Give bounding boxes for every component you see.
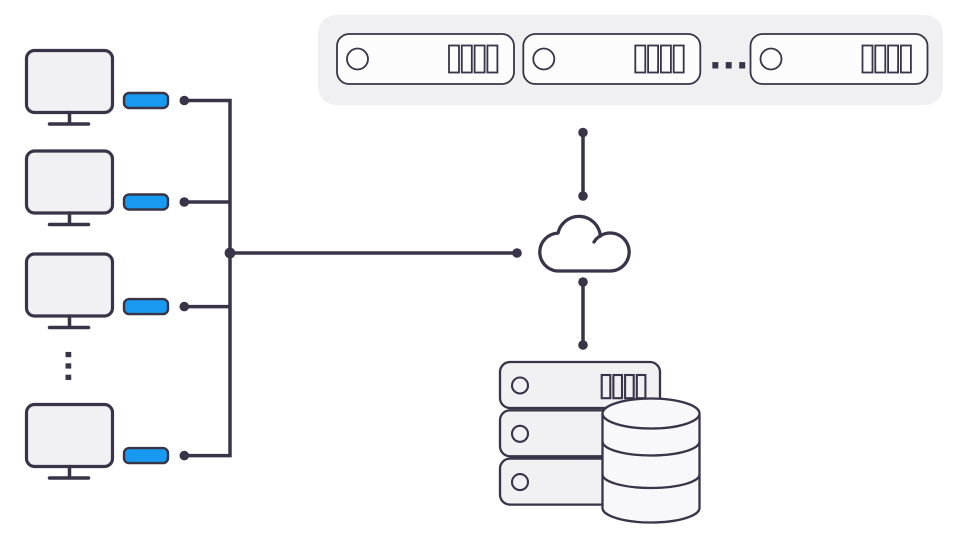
drive-bay-slat (874, 44, 887, 74)
power-button-icon (759, 47, 783, 71)
power-button-icon (510, 376, 530, 395)
database-body (601, 413, 701, 524)
branch-dot (179, 301, 190, 312)
monitor-icon (24, 149, 115, 227)
clients-ellipsis: ... (57, 349, 92, 383)
network-adapter-icon (122, 446, 170, 465)
cluster-cloud-link (578, 127, 588, 201)
monitor-icon (24, 252, 115, 330)
link-endpoint-dot (578, 340, 588, 350)
client-workstation-3 (24, 252, 170, 330)
monitor-icon (24, 402, 115, 480)
power-button-icon (510, 424, 530, 443)
network-adapter-icon (122, 193, 170, 211)
monitor-screen (24, 48, 115, 115)
drive-bay-slat (448, 44, 460, 74)
drive-bay-slat (672, 44, 685, 74)
rack-server-icon-2 (522, 33, 702, 85)
client-workstation-4 (24, 402, 170, 480)
power-button-icon (510, 473, 530, 492)
drive-bay-slat (486, 44, 499, 74)
cloud-datastore-link (578, 277, 588, 350)
monitor-screen (24, 402, 115, 469)
power-button-icon (532, 47, 556, 71)
rack-server-icon-1 (336, 33, 515, 85)
database-tier-divider (601, 441, 701, 457)
network-adapter-icon (122, 91, 170, 110)
monitor-screen (24, 252, 115, 318)
power-button-icon (346, 47, 369, 71)
server-chassis (749, 33, 929, 85)
cluster-ellipsis: ... (709, 38, 749, 78)
link-endpoint-dot (578, 191, 588, 201)
monitor-screen (24, 149, 115, 215)
branch-dot (179, 95, 190, 106)
client-workstation-1 (24, 48, 170, 126)
server-chassis (522, 33, 702, 85)
network-adapter-icon (122, 297, 170, 316)
drive-bay-slat (647, 44, 659, 74)
database-tier-divider (601, 474, 701, 490)
drive-bay-slat (899, 44, 912, 74)
server-chassis (336, 33, 515, 85)
database-top (601, 397, 701, 430)
lan-trunk (179, 95, 522, 461)
datastore (498, 360, 701, 524)
database-icon (601, 397, 701, 524)
cloud-icon (538, 214, 631, 273)
branch-dot (179, 450, 190, 461)
drive-bay-slat (887, 44, 900, 74)
drive-bay-slat (460, 44, 473, 74)
rack-server-icon-3 (749, 33, 929, 85)
drive-bay-slat (612, 373, 624, 400)
client-workstation-2 (24, 149, 170, 227)
link-endpoint-dot (512, 248, 522, 258)
server-cluster-panel: ... (318, 15, 943, 105)
stack-unit-1 (498, 360, 662, 410)
monitor-icon (24, 48, 115, 126)
drive-bay-slat (659, 44, 672, 74)
drive-bay-slat (624, 373, 635, 400)
drive-bay-slat (861, 44, 874, 74)
trunk-junction-dot (224, 247, 236, 259)
drive-bay-slat (634, 44, 647, 74)
lan-trunk-line (184, 98, 232, 458)
branch-dot (179, 197, 190, 207)
drive-bay-slat (600, 373, 612, 400)
drive-bay-slat (473, 44, 486, 74)
